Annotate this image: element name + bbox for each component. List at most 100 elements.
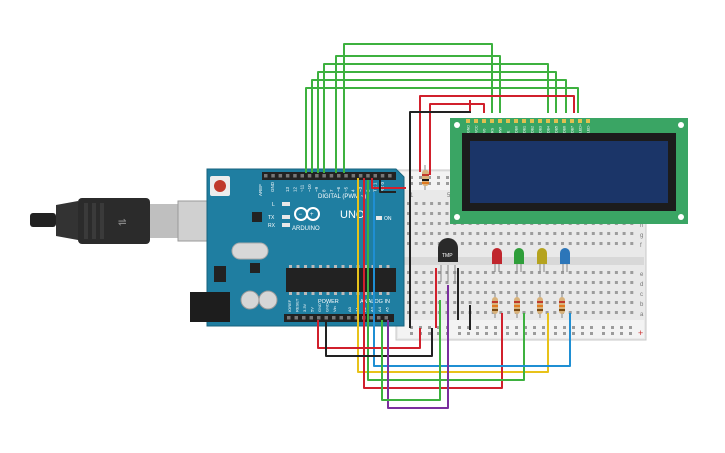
header-hole: [294, 316, 298, 320]
breadboard-hole: [430, 271, 434, 274]
breadboard-hole: [414, 311, 418, 314]
led-yellow: [537, 248, 547, 264]
breadboard-hole: [576, 232, 580, 235]
rail-hole: [458, 326, 461, 329]
breadboard-hole: [584, 291, 588, 294]
digital-pin-label: 12: [292, 186, 297, 192]
rail-hole: [506, 326, 509, 329]
capacitor-2: [258, 290, 278, 310]
breadboard-hole: [507, 232, 511, 235]
breadboard-hole: [499, 242, 503, 245]
lcd-pin-label: RS: [491, 127, 495, 133]
breadboard-hole: [591, 291, 595, 294]
breadboard-hole: [591, 271, 595, 274]
breadboard-hole: [499, 281, 503, 284]
breadboard-hole: [630, 271, 634, 274]
breadboard-hole: [545, 301, 549, 304]
breadboard-hole: [407, 242, 410, 245]
digital-pin-label: 4: [351, 189, 356, 192]
wire-green: [367, 180, 525, 381]
breadboard-hole: [568, 242, 572, 245]
breadboard-hole: [576, 311, 580, 314]
breadboard-hole: [530, 242, 534, 245]
header-hole: [366, 174, 370, 178]
power-pin-label: 3.3V: [302, 303, 307, 312]
lcd-pin: [586, 119, 590, 123]
breadboard-hole: [437, 281, 441, 284]
chip-pin: [364, 292, 367, 295]
chip-pin: [304, 265, 307, 268]
lcd-pin: [546, 119, 550, 123]
reset-button-cap[interactable]: [214, 180, 226, 192]
rail-hole: [620, 332, 623, 335]
row-letter: e: [640, 272, 644, 278]
rail-hole: [602, 326, 605, 329]
breadboard-hole: [414, 212, 418, 215]
power-jack: [190, 292, 230, 322]
rail-hole: [506, 332, 509, 335]
breadboard-hole: [584, 242, 588, 245]
header-hole: [351, 174, 356, 178]
lcd-pin-label: RW: [499, 126, 503, 133]
breadboard-hole: [430, 212, 434, 215]
digital-pin-label: 13: [285, 186, 290, 192]
on-label: ON: [384, 216, 392, 222]
breadboard-hole: [414, 281, 418, 284]
breadboard-hole: [507, 242, 511, 245]
lcd-pin-label: VCC: [475, 125, 479, 133]
breadboard-hole: [499, 291, 503, 294]
breadboard-hole: [468, 281, 472, 284]
lcd-pin: [490, 119, 494, 123]
header-hole: [285, 174, 290, 178]
breadboard-hole: [468, 301, 472, 304]
header-hole: [380, 174, 385, 178]
digital-label: DIGITAL (PWM ~): [318, 194, 366, 200]
lcd-pin: [562, 119, 566, 123]
capacitor-1: [240, 290, 260, 310]
digital-pin-label: 7: [329, 189, 334, 192]
breadboard-hole: [460, 291, 464, 294]
breadboard-hole: [553, 271, 557, 274]
digital-pin-label: ~10: [307, 184, 312, 192]
resistor-band: [559, 309, 565, 311]
analog-pin-label: A0: [347, 306, 352, 312]
breadboard-hole: [553, 291, 557, 294]
digital-pin-label: ~3: [358, 186, 363, 192]
breadboard-hole: [460, 311, 464, 314]
lcd-pin: [554, 119, 558, 123]
breadboard-hole: [514, 291, 518, 294]
usb-icon: ⇌: [118, 214, 126, 230]
breadboard-hole: [407, 222, 410, 225]
breadboard-hole: [553, 301, 557, 304]
rail-hole: [629, 326, 632, 329]
rail-hole: [428, 182, 431, 185]
chip-pin: [386, 265, 390, 268]
led-tx: [282, 215, 290, 219]
breadboard-hole: [491, 232, 495, 235]
arduino-logo-icon: − +: [294, 207, 320, 221]
breadboard-hole: [445, 222, 449, 225]
breadboard-hole: [507, 311, 511, 314]
breadboard-hole: [614, 281, 618, 284]
rail-hole: [458, 332, 461, 335]
power-pin-label: Vin: [332, 306, 337, 312]
breadboard-hole: [537, 242, 541, 245]
power-pin-label: IOREF: [287, 299, 292, 312]
breadboard-hole: [507, 281, 511, 284]
digital-pin-label: ~11: [300, 184, 305, 192]
breadboard-hole: [591, 232, 595, 235]
breadboard-hole: [453, 291, 457, 294]
rail-hole: [533, 326, 536, 329]
usb-chip: [252, 212, 262, 222]
breadboard-hole: [460, 242, 464, 245]
breadboard-hole: [537, 271, 541, 274]
rail-plus-bottom: +: [638, 328, 643, 338]
digital-pin-label: 8: [322, 189, 327, 192]
breadboard-hole: [460, 301, 464, 304]
chip-pin: [296, 265, 300, 268]
breadboard-hole: [437, 202, 441, 205]
breadboard-hole: [622, 271, 626, 274]
lcd-pin-label: DB0: [515, 126, 519, 133]
breadboard-hole: [514, 281, 518, 284]
breadboard-hole: [614, 291, 618, 294]
